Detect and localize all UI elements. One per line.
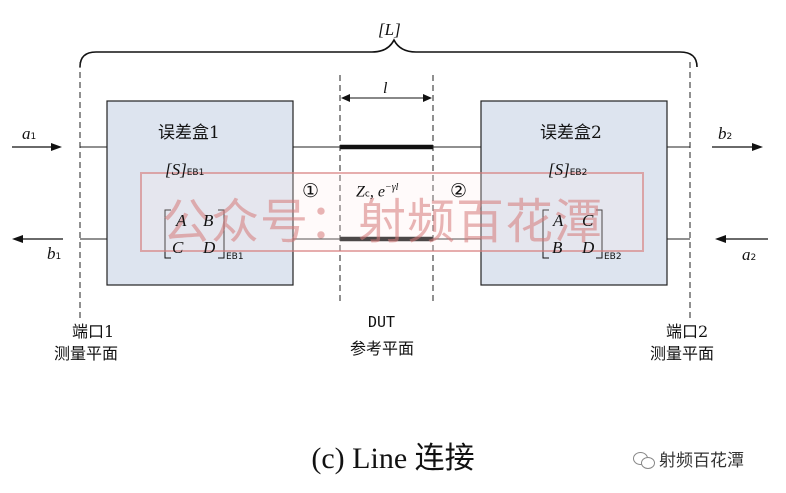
line-length-label: l	[383, 80, 388, 97]
s-param-2: [S]EB2	[548, 160, 588, 179]
matrix2-b: B	[552, 238, 563, 257]
dut-plane-label: 参考平面	[350, 339, 415, 358]
error-box-1-title: 误差盒1	[158, 123, 220, 143]
account-name: 射频百花潭	[659, 451, 744, 471]
top-brace	[79, 38, 698, 68]
arrow-b1-head	[12, 235, 23, 243]
reference-marker-2: ②	[450, 180, 468, 202]
matrix2-a: A	[553, 211, 564, 230]
matrix1-right-bracket	[218, 209, 225, 259]
matrix2-sub: EB2	[604, 252, 622, 262]
total-length-label: [L]	[378, 20, 401, 39]
length-arrow-left	[341, 94, 350, 102]
matrix1-d: D	[203, 238, 216, 257]
matrix1-a: A	[176, 211, 187, 230]
wave-b2-label: b2	[718, 124, 733, 143]
matrix1-b: B	[203, 211, 214, 230]
port2-plane-label: 测量平面	[650, 344, 715, 363]
arrow-a2-head	[715, 235, 726, 243]
error-box-2	[480, 100, 668, 286]
matrix2-c: C	[582, 211, 594, 230]
matrix2-left-bracket	[542, 209, 549, 259]
wave-a2-label: a2	[742, 245, 757, 264]
port1-label: 端口1	[72, 322, 115, 341]
dut-label: DUT	[368, 313, 396, 331]
matrix2-right-bracket	[596, 209, 603, 259]
reference-marker-1: ①	[302, 180, 320, 202]
figure-caption: (c) Line 连接	[311, 442, 475, 475]
chat-icon	[633, 452, 655, 469]
matrix1-c: C	[172, 238, 184, 257]
port2-label: 端口2	[666, 322, 709, 341]
port1-plane-label: 测量平面	[54, 344, 119, 363]
watermark-text: 公众号：射频百花潭	[162, 194, 604, 250]
wave-a1-label: a1	[22, 124, 37, 143]
matrix1-left-bracket	[164, 209, 171, 259]
matrix2-d: D	[582, 238, 595, 257]
arrow-a1-head	[51, 143, 62, 151]
error-box-2-title: 误差盒2	[540, 123, 602, 143]
s-param-1: [S]EB1	[165, 160, 205, 179]
account-logo: 射频百花潭	[633, 446, 744, 471]
line-parameters: Zc, e−γl	[356, 182, 399, 201]
arrow-b2-head	[752, 143, 763, 151]
length-arrow-right	[423, 94, 432, 102]
wave-b1-label: b1	[47, 244, 62, 263]
watermark-frame: 公众号：射频百花潭	[140, 172, 644, 252]
matrix1-sub: EB1	[226, 252, 244, 262]
error-box-1	[106, 100, 294, 286]
